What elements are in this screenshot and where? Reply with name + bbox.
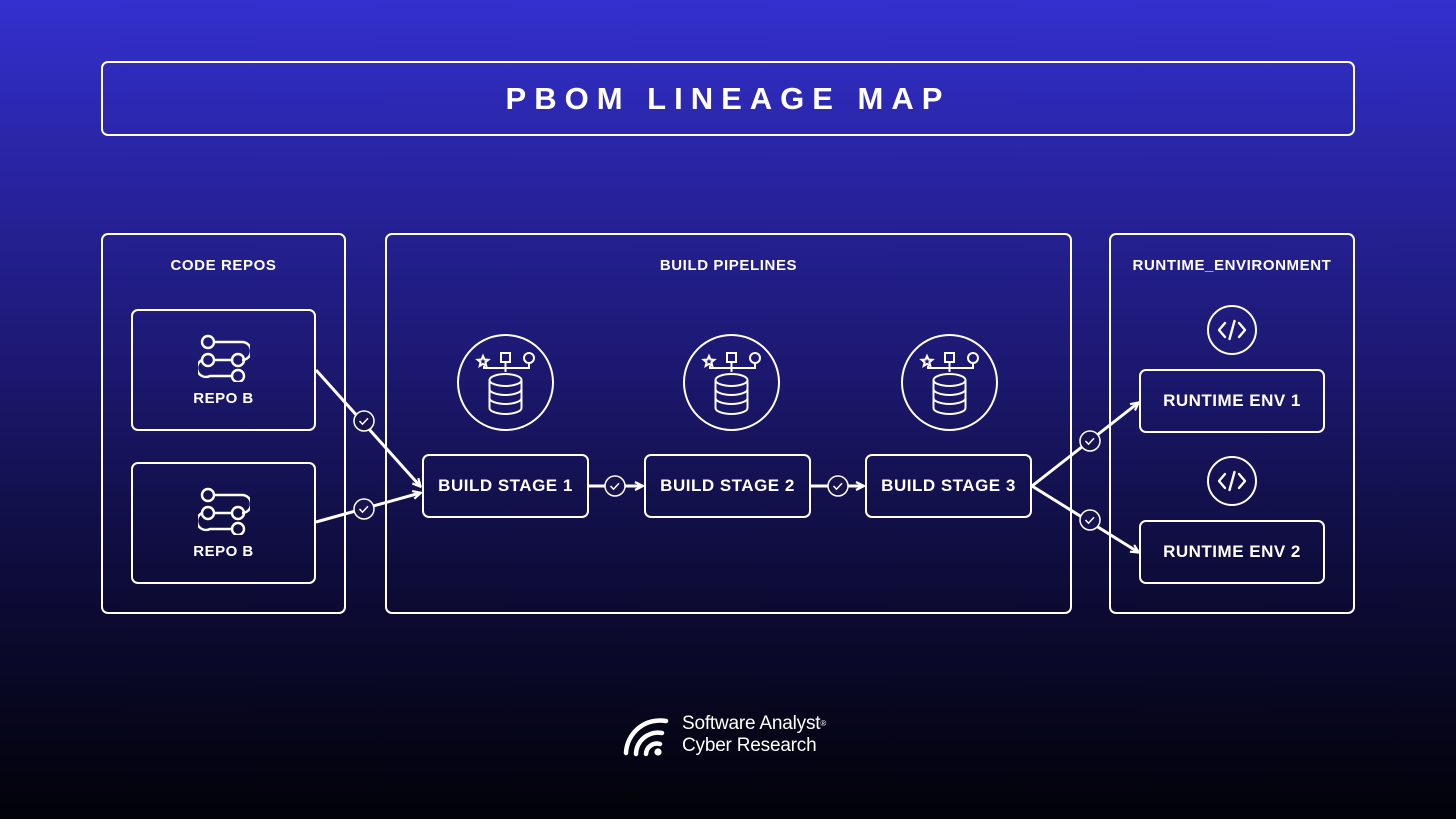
code-icon [1207,305,1257,355]
runtime-env-label: RUNTIME ENV 1 [1163,391,1301,410]
code-repos-label: CODE REPOS [170,257,277,274]
check-circle-icon [353,410,375,432]
check-circle-icon [827,475,849,497]
database-icon [683,334,780,431]
build-stage-2[interactable]: BUILD STAGE 2 [644,454,811,518]
build-stage-label: BUILD STAGE 3 [881,476,1016,495]
build-stage-label: BUILD STAGE 2 [660,476,795,495]
build-pipelines-label: BUILD PIPELINES [659,257,798,274]
page-title: PBOM LINEAGE MAP [505,80,951,116]
repo-label: REPO B [193,389,254,407]
brand-name: Software Analyst® Cyber Research [682,713,826,757]
check-circle-icon [1079,430,1101,452]
signal-icon [623,718,669,757]
brand-logo: Software Analyst® Cyber Research [622,710,826,760]
build-stage-label: BUILD STAGE 1 [438,476,573,495]
git-branch-icon [197,334,250,382]
build-pipelines-panel: BUILD PIPELINES [385,233,1072,614]
runtime-env-label: RUNTIME ENV 2 [1163,542,1301,561]
title-banner: PBOM LINEAGE MAP [101,61,1355,136]
repo-label: REPO B [193,542,254,560]
git-branch-icon [197,487,250,535]
brand-line-2: Cyber Research [682,735,817,756]
code-icon [1207,456,1257,506]
code-repos-panel: CODE REPOS [101,233,346,614]
check-circle-icon [353,498,375,520]
database-icon [901,334,998,431]
repo-node-1[interactable]: REPO B [131,309,316,431]
database-icon [457,334,554,431]
repo-node-2[interactable]: REPO B [131,462,316,584]
brand-trademark: ® [820,719,827,728]
build-stage-3[interactable]: BUILD STAGE 3 [865,454,1032,518]
runtime-environment-label: RUNTIME_ENVIRONMENT [1132,257,1332,274]
brand-line-1: Software Analyst [682,713,821,734]
check-circle-icon [604,475,626,497]
build-stage-1[interactable]: BUILD STAGE 1 [422,454,589,518]
check-circle-icon [1079,509,1101,531]
